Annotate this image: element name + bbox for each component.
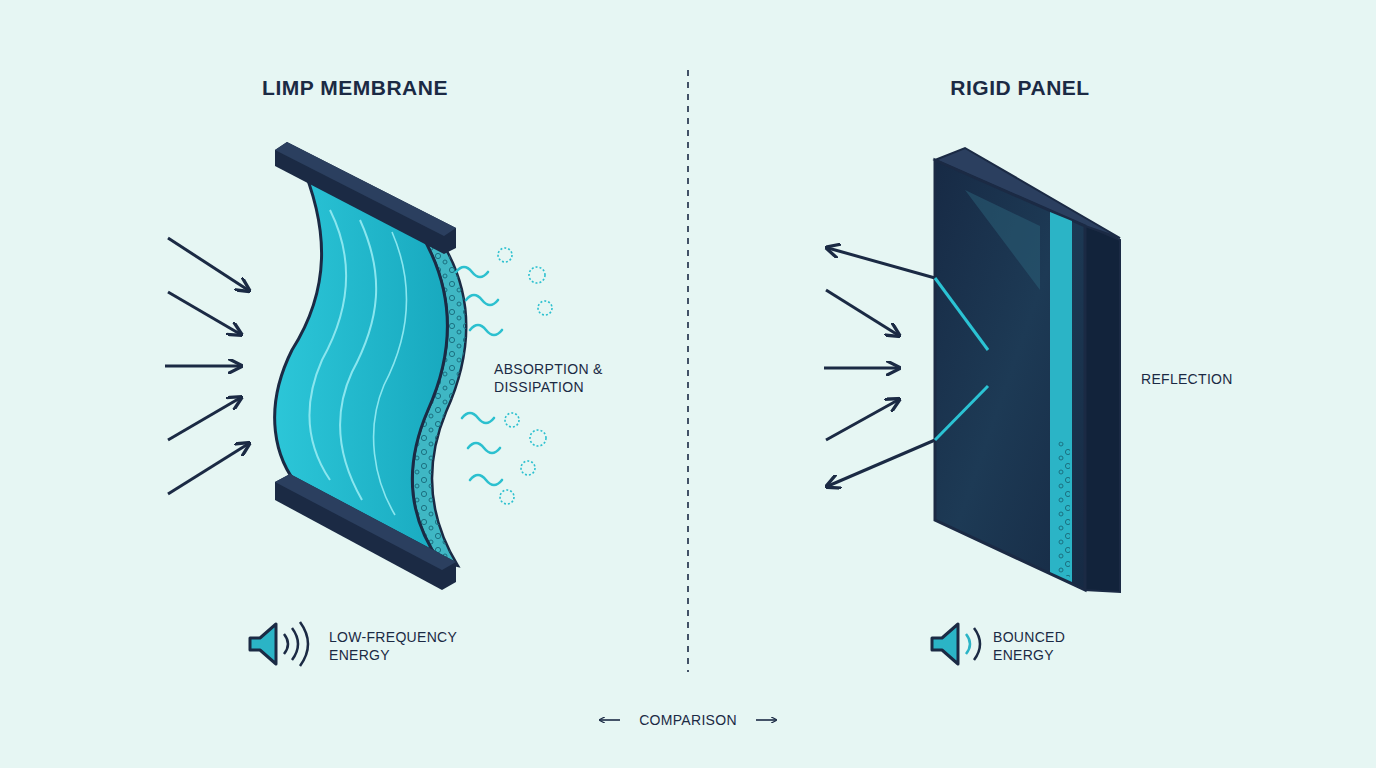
limp-membrane xyxy=(275,142,466,590)
effect-label: REFLECTION xyxy=(1141,370,1301,388)
speaker-icon xyxy=(250,622,308,666)
panel-heading: LIMP MEMBRANE xyxy=(205,74,505,101)
reflection-arrows xyxy=(824,248,988,486)
speaker-icon xyxy=(932,624,980,664)
incident-arrows xyxy=(165,238,248,494)
energy-label: BOUNCED ENERGY xyxy=(993,628,1085,664)
panel-heading: RIGID PANEL xyxy=(870,74,1170,101)
energy-label: LOW-FREQUENCY ENERGY xyxy=(329,628,469,664)
divider xyxy=(687,70,689,672)
effect-label: ABSORPTION & DISSIPATION xyxy=(494,360,634,396)
comparison-label: COMPARISON xyxy=(588,711,788,729)
rigid-panel xyxy=(935,148,1120,592)
